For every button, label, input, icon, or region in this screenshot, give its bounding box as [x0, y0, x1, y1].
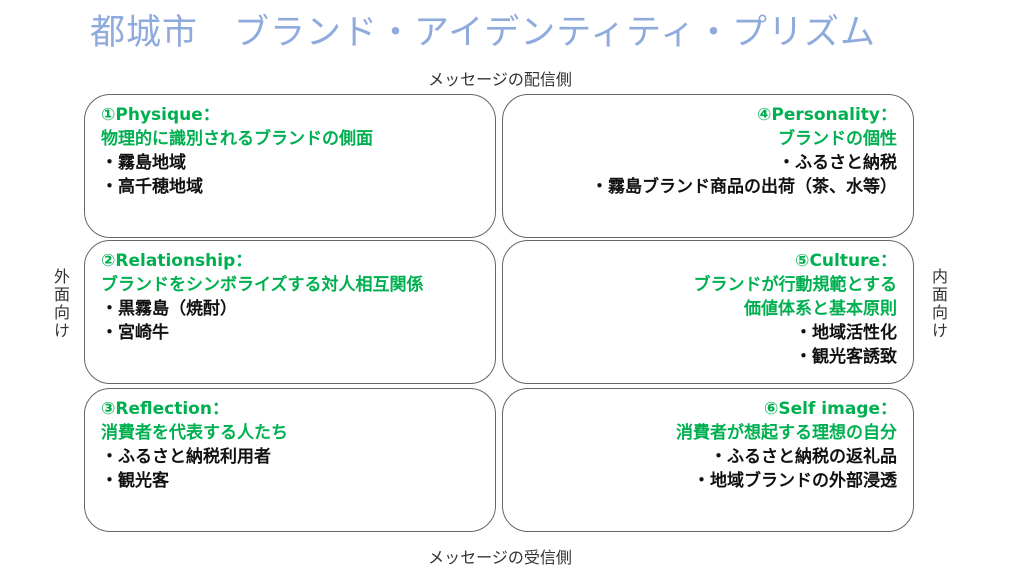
page-title: 都城市 ブランド・アイデンティティ・プリズム — [90, 13, 877, 53]
box-item: ・霧島ブランド商品の出荷（茶、水等） — [591, 177, 897, 197]
box-heading: ⑤Culture： — [795, 251, 897, 271]
box-item: ・地域活性化 — [795, 323, 897, 343]
prism-box-relationship: ②Relationship： ブランドをシンボライズする対人相互関係・黒霧島（焼酎… — [84, 240, 496, 384]
axis-label-bottom: メッセージの受信側 — [428, 548, 572, 567]
box-heading: 消費者が想起する理想の自分 — [676, 423, 897, 443]
box-item: ・観光客 — [101, 471, 169, 491]
box-heading: ①Physique： — [101, 105, 220, 125]
box-item: ・黒霧島（焼酎） — [101, 299, 237, 319]
axis-label-top: メッセージの配信側 — [428, 70, 572, 89]
box-item: ・霧島地域 — [101, 153, 186, 173]
box-item: ・観光客誘致 — [795, 347, 897, 367]
prism-box-personality: ④Personality： ブランドの個性・ふるさと納税・霧島ブランド商品の出荷（… — [502, 94, 914, 238]
axis-label-right: 内面向け — [929, 268, 948, 340]
prism-box-physique: ①Physique： 物理的に識別されるブランドの側面・霧島地域・高千穂地域 — [84, 94, 496, 238]
prism-box-self-image: ⑥Self image： 消費者が想起する理想の自分・ふるさと納税の返礼品・地域ブ… — [502, 388, 914, 532]
box-heading: ②Relationship： — [101, 251, 253, 271]
box-item: ・高千穂地域 — [101, 177, 203, 197]
box-heading: ④Personality： — [756, 105, 897, 125]
box-heading: 価値体系と基本原則 — [744, 299, 897, 319]
box-heading: ブランドが行動規範とする — [693, 275, 898, 295]
box-heading: ブランドをシンボライズする対人相互関係 — [101, 275, 424, 295]
box-item: ・地域ブランドの外部浸透 — [693, 471, 897, 491]
box-heading: 物理的に識別されるブランドの側面 — [101, 129, 373, 149]
box-item: ・宮崎牛 — [101, 323, 169, 343]
prism-box-culture: ⑤Culture： ブランドが行動規範とする価値体系と基本原則・地域活性化・観光客… — [502, 240, 914, 384]
box-heading: ⑥Self image： — [763, 399, 897, 419]
box-heading: ③Reflection： — [101, 399, 229, 419]
box-item: ・ふるさと納税の返礼品 — [710, 447, 897, 467]
box-heading: ブランドの個性 — [778, 129, 897, 149]
box-item: ・ふるさと納税利用者 — [101, 447, 271, 467]
axis-label-left: 外面向け — [51, 268, 70, 340]
box-heading: 消費者を代表する人たち — [101, 423, 288, 443]
box-item: ・ふるさと納税 — [778, 153, 897, 173]
prism-box-reflection: ③Reflection： 消費者を代表する人たち・ふるさと納税利用者・観光客 — [84, 388, 496, 532]
